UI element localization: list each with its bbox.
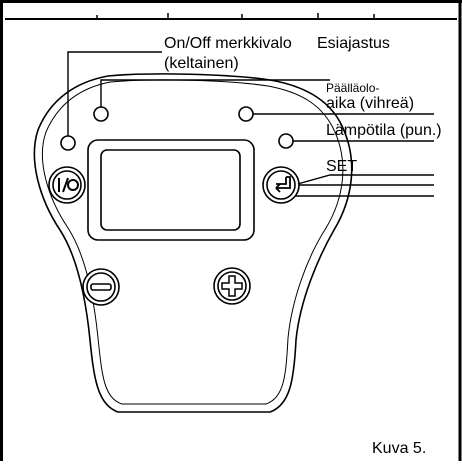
- plus-button[interactable]: [213, 267, 251, 305]
- temperature-led: [278, 133, 294, 149]
- onoff-led-label: On/Off merkkivalo: [164, 35, 292, 52]
- on-off-led: [60, 135, 76, 151]
- ontime-label-line2: aika (vihreä): [326, 95, 415, 112]
- preheat-color-label: (keltainen): [164, 55, 239, 72]
- power-button[interactable]: [48, 166, 86, 204]
- minus-icon: [90, 283, 112, 291]
- set-label: SET: [326, 158, 358, 175]
- ontime-led: [238, 106, 254, 122]
- top-tick-marks: [96, 13, 375, 19]
- plus-icon: [221, 275, 243, 297]
- set-button[interactable]: [262, 166, 300, 204]
- controller-inner-outline: [41, 79, 344, 405]
- power-on-off-icon: [58, 177, 79, 193]
- minus-button[interactable]: [82, 268, 120, 306]
- controller-body-outline: [33, 73, 353, 413]
- preheat-led: [93, 106, 109, 122]
- figure-caption: Kuva 5.: [372, 440, 427, 457]
- display-screen: [100, 149, 241, 231]
- ontime-label-line1: Päälläolo-: [326, 81, 380, 95]
- callout-lines: [67, 51, 434, 197]
- enter-return-icon: [275, 176, 291, 193]
- display-outer: [87, 139, 255, 241]
- preheat-label: Esiajastus: [317, 35, 390, 52]
- temperature-label: Lämpötila (pun.): [326, 122, 442, 139]
